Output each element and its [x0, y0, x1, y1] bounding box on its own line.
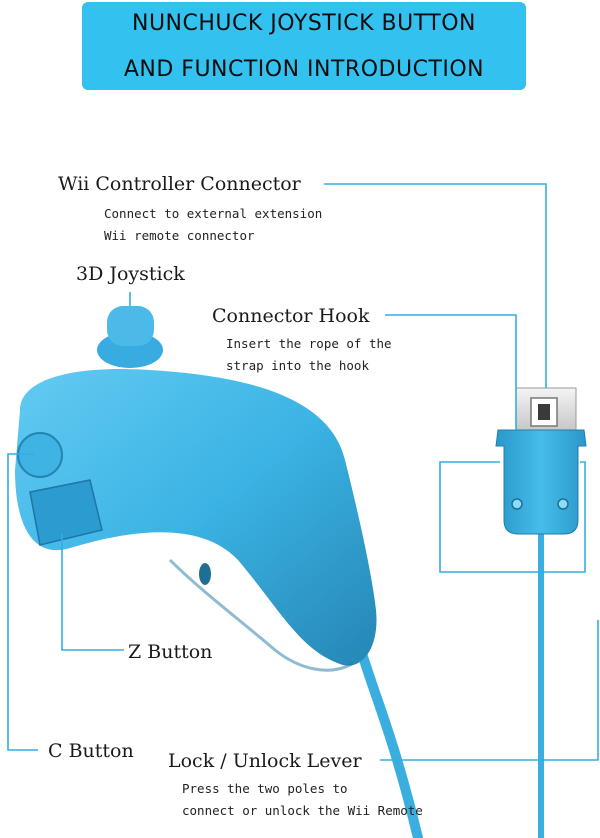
lock-desc-1: Press the two poles to — [182, 781, 348, 796]
hook-leader — [385, 314, 517, 430]
hook-label: Connector Hook — [212, 305, 370, 327]
hook-desc-1: Insert the rope of the — [226, 336, 392, 351]
joystick-label: 3D Joystick — [76, 263, 185, 285]
z-button-label: Z Button — [128, 641, 213, 663]
z-button-shape — [29, 479, 103, 546]
clip-leader — [439, 461, 586, 573]
lock-desc-2: connect or unlock the Wii Remote — [182, 803, 423, 818]
connector-label: Wii Controller Connector — [58, 173, 301, 195]
c-button-shape — [17, 432, 63, 478]
nunchuck-body — [15, 306, 377, 672]
hook-desc-2: strap into the hook — [226, 358, 369, 373]
connector-leader — [324, 183, 547, 388]
title-line-2: AND FUNCTION INTRODUCTION — [123, 57, 485, 82]
lock-lever-hole — [199, 563, 211, 585]
lock-leader — [380, 620, 599, 761]
c-leader — [7, 453, 38, 751]
connector-desc-2: Wii remote connector — [104, 228, 255, 243]
title-line-1: NUNCHUCK JOYSTICK BUTTON — [132, 11, 476, 36]
leader-lines — [7, 183, 599, 761]
title-banner: NUNCHUCK JOYSTICK BUTTON AND FUNCTION IN… — [82, 2, 526, 90]
joystick-knob — [107, 306, 154, 346]
connector-desc-1: Connect to external extension — [104, 206, 323, 221]
lock-label: Lock / Unlock Lever — [168, 750, 362, 772]
connector-plug — [495, 387, 587, 535]
c-button-label: C Button — [48, 740, 134, 762]
z-leader — [61, 534, 124, 651]
